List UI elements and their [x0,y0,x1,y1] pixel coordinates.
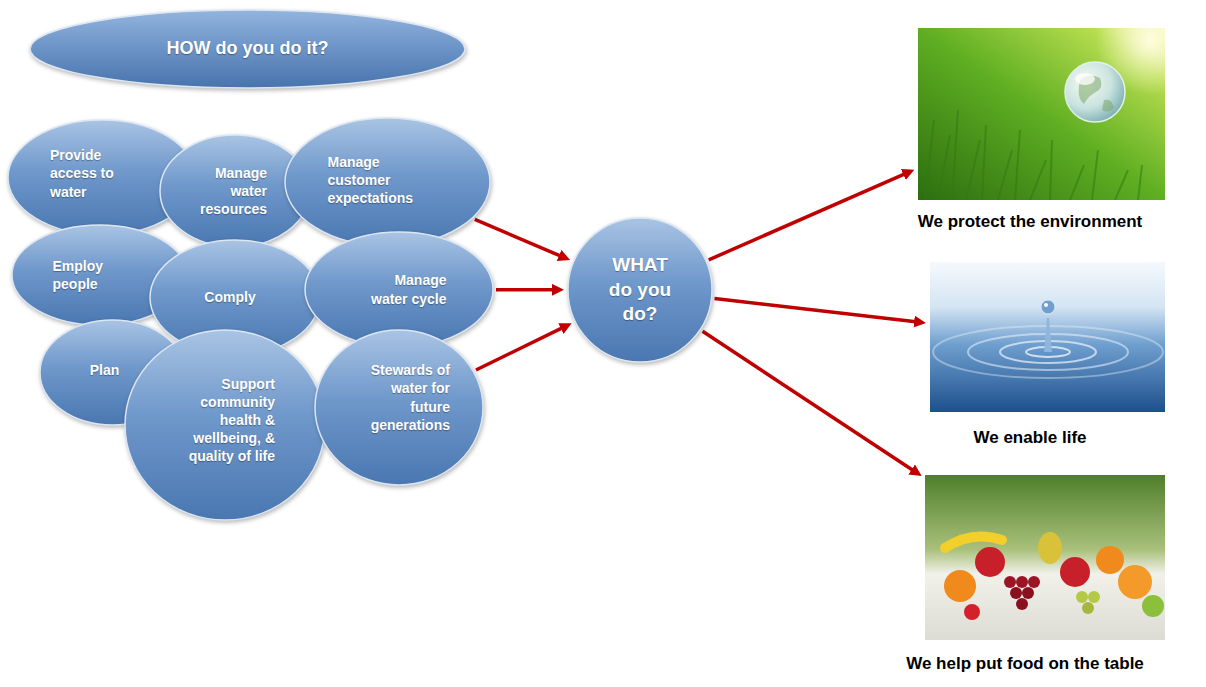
apple [975,547,1005,577]
activity-text: Manage water resources [187,164,267,219]
grass-blades [925,110,1142,200]
center-circle: WHAT do you do? [568,218,712,362]
outcome-picture: We enable life [860,262,1200,448]
drop-highlight [1044,303,1048,307]
globe-highlight [1075,73,1095,85]
red-grape [1016,598,1028,610]
orange [944,570,976,602]
picture-frame [918,28,1165,200]
activity-text: Manage water cycle [362,271,447,307]
picture-frame [930,262,1165,412]
activity-ellipse: Support community health & wellbeing, & … [125,330,325,520]
activity-text: Manage customer expectations [328,153,428,208]
red-grape [1022,587,1034,599]
outcome-picture: We help put food on the table [850,475,1200,674]
grass-picture [918,28,1165,200]
heading-text: HOW do you do it? [53,37,443,60]
activity-ellipse: Manage customer expectations [285,118,490,246]
connector-group [475,172,920,473]
picture-frame [925,475,1165,640]
banana [945,536,1002,548]
flow-arrow [496,288,558,292]
outcome-caption: We help put food on the table [850,654,1200,674]
center-text: WHAT do you do? [603,253,678,327]
water-drop [1041,300,1055,314]
text-holder: HOW do you do it? [30,10,465,88]
orange [1096,546,1124,574]
green-apple [1142,595,1164,617]
text-holder: Manage customer expectations [285,118,490,246]
red-grape [1010,587,1022,599]
glass-globe [1065,62,1125,122]
activity-text: Employ people [53,257,123,293]
fruit-picture [925,475,1165,640]
green-grape [1076,591,1088,603]
activity-text: Comply [190,288,270,306]
activity-text: Provide access to water [50,146,130,201]
activity-ellipse-fill [315,330,483,485]
outcome-caption: We enable life [860,428,1200,448]
water-surface [930,262,1165,412]
orange [1118,565,1152,599]
fruit-background [925,475,1165,640]
pear [1038,532,1062,564]
activity-ellipse-fill [125,330,325,520]
activity-ellipse: Stewards of water for future generations [315,330,483,485]
red-grape [1004,576,1016,588]
text-holder: WHAT do you do? [568,218,712,362]
activity-ellipse-outline [315,330,483,485]
red-grape [1028,576,1040,588]
red-grape [1016,576,1028,588]
green-grape [1088,591,1100,603]
center-circle-fill [568,218,712,362]
outcome-picture: We protect the environment [860,28,1200,232]
heading-oval-fill [30,10,465,88]
green-grape [1082,602,1094,614]
activity-text: Plan [75,361,135,379]
water-picture [930,262,1165,412]
flow-arrow [476,326,566,370]
strawberry [964,604,980,620]
outcome-caption: We protect the environment [860,212,1200,232]
activity-ellipse-fill [285,118,490,246]
text-holder: Support community health & wellbeing, & … [125,330,325,520]
flow-arrow [709,172,909,260]
activity-text: Stewards of water for future generations [358,361,450,434]
flow-arrow [475,219,565,257]
text-holder: Stewards of water for future generations [315,330,483,485]
water-column [1044,318,1052,352]
heading-oval: HOW do you do it? [30,10,465,88]
flow-arrow [715,299,921,323]
flow-arrow [703,331,917,472]
activity-text: Support community health & wellbeing, & … [165,375,275,466]
apple [1060,557,1090,587]
